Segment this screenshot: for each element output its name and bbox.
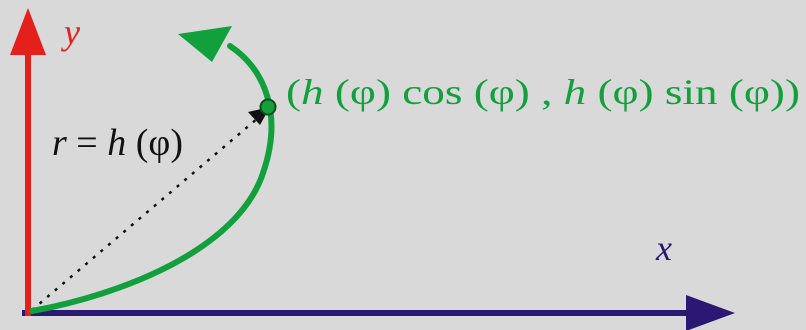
point-label-open: ( bbox=[286, 72, 301, 112]
radius-label-arg: (φ) bbox=[126, 122, 183, 164]
radius-label-eq: = bbox=[67, 122, 107, 164]
radius-label: r = h (φ) bbox=[52, 122, 183, 164]
radius-label-h: h bbox=[107, 122, 126, 164]
y-axis-label: y bbox=[61, 12, 80, 52]
curve-arrowhead bbox=[178, 26, 232, 62]
point-coordinate-label: (h (φ) cos (φ) , h (φ) sin (φ)) bbox=[286, 72, 800, 112]
x-axis-arrowhead bbox=[686, 295, 735, 330]
x-axis-label: x bbox=[655, 228, 672, 268]
point-label-h1: h bbox=[301, 72, 324, 112]
y-axis-arrowhead bbox=[10, 8, 46, 55]
point-label-h2: h bbox=[564, 72, 587, 112]
point-label-sin: (φ) sin (φ)) bbox=[586, 72, 800, 112]
curve-path bbox=[29, 43, 275, 314]
radius-label-r: r bbox=[52, 122, 67, 164]
curve-point bbox=[259, 98, 277, 116]
point-label-cos: (φ) cos (φ) , bbox=[324, 72, 564, 112]
